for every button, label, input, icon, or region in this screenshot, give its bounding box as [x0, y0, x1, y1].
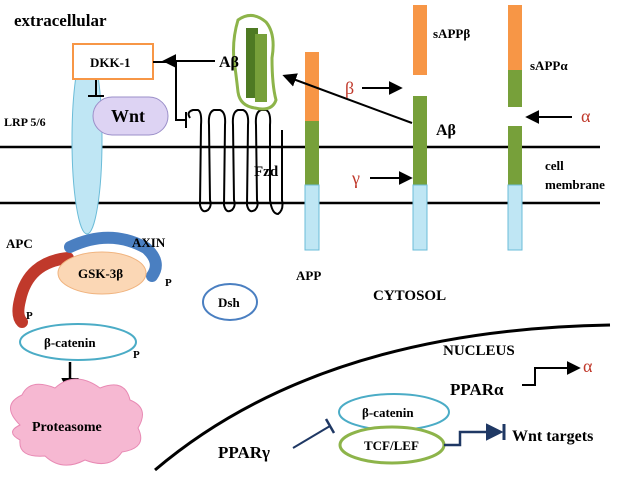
label-dsh: Dsh — [218, 295, 240, 310]
label-membrane: membrane — [545, 177, 605, 192]
nuclear-envelope — [154, 323, 611, 472]
sappa-green — [508, 70, 522, 107]
label-beta-catenin-cyto: β-catenin — [44, 335, 96, 350]
label-extracellular: extracellular — [14, 11, 107, 30]
app-blue — [304, 184, 320, 251]
ctf-beta-fragment — [412, 184, 428, 251]
label-gamma-secretase: γ — [351, 168, 360, 188]
label-sappb: sAPPβ — [433, 26, 470, 41]
sappa-orange — [508, 5, 522, 70]
label-alpha-secretase: α — [581, 106, 591, 126]
label-p-apc: P — [26, 310, 33, 322]
pparg-inhibit-bar — [324, 418, 336, 434]
label-cell: cell — [545, 158, 564, 173]
ctf-alpha-green — [508, 126, 522, 185]
label-lrp: LRP 5/6 — [4, 115, 46, 129]
arrow-ppara — [522, 361, 581, 386]
wnt-ligand — [92, 96, 169, 136]
label-proteasome: Proteasome — [32, 420, 102, 435]
label-abeta-mid: Aβ — [436, 122, 456, 139]
label-nucleus: NUCLEUS — [443, 343, 515, 359]
axin-arc — [64, 231, 162, 282]
pparg-inhibit-line — [292, 425, 331, 449]
label-fzd: Fzd — [254, 164, 279, 180]
frizzled-receptor — [187, 109, 284, 216]
label-pparg: PPARγ — [218, 443, 270, 462]
label-p-bcat: P — [133, 349, 140, 361]
sappb-fragment — [413, 5, 427, 75]
label-tcf-lef: TCF/LEF — [364, 438, 419, 453]
abeta-fibril-2 — [255, 34, 267, 102]
label-axin: AXIN — [132, 235, 166, 250]
label-alpha-nuc: α — [583, 356, 593, 376]
label-beta-catenin-nuc: β-catenin — [362, 405, 414, 420]
label-apc: APC — [6, 236, 33, 251]
ctf-alpha-blue — [507, 184, 523, 251]
proteasome-cloud — [10, 378, 143, 466]
label-gsk3b: GSK-3β — [78, 266, 123, 281]
arrow-wnt-targets — [444, 423, 504, 447]
label-app: APP — [296, 268, 321, 283]
label-dkk1: DKK-1 — [90, 55, 130, 70]
apc-arc — [12, 252, 74, 328]
gsk3b — [57, 251, 147, 295]
app-green — [305, 121, 319, 185]
dsh — [202, 283, 258, 321]
abeta-mid-fragment — [413, 96, 427, 185]
label-sappa: sAPPα — [530, 58, 568, 73]
beta-catenin-cyto — [19, 323, 137, 361]
label-beta-secretase: β — [345, 78, 354, 98]
label-ppara: PPARα — [450, 380, 504, 399]
arrow-abeta-release — [282, 73, 413, 124]
label-wnt-targets: Wnt targets — [512, 428, 593, 445]
label-abeta-top: Aβ — [219, 54, 239, 71]
label-wnt: Wnt — [111, 106, 145, 126]
label-cytosol: CYTOSOL — [373, 288, 446, 304]
label-p-axin: P — [165, 277, 172, 289]
